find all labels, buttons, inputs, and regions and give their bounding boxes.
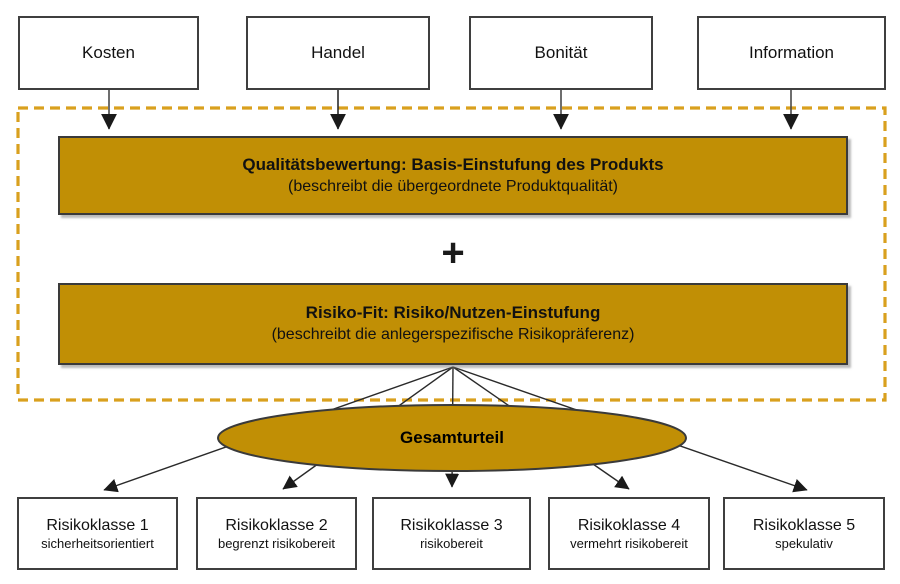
criteria-box-information: Information xyxy=(697,16,886,90)
gesamturteil-ellipse xyxy=(217,404,687,472)
risk-class-subtitle: risikobereit xyxy=(420,536,483,552)
risk-class-title: Risikoklasse 1 xyxy=(46,516,149,534)
risk-class-subtitle: begrenzt risikobereit xyxy=(217,536,336,552)
quality-assessment-title: Qualitätsbewertung: Basis-Einstufung des… xyxy=(242,154,664,174)
gesamturteil-label: Gesamturteil xyxy=(400,428,504,447)
criteria-box-kosten: Kosten xyxy=(18,16,199,90)
risk-fit-subtitle: (beschreibt die anlegerspezifische Risik… xyxy=(271,326,635,344)
criteria-label: Bonität xyxy=(534,43,588,62)
plus-sign: + xyxy=(441,230,465,275)
risk-class-title: Risikoklasse 5 xyxy=(752,516,856,534)
criteria-label: Handel xyxy=(311,43,365,62)
criteria-label: Information xyxy=(748,43,835,62)
dashed-frame xyxy=(16,106,887,402)
quality-assessment-box: Qualitätsbewertung: Basis-Einstufung des… xyxy=(58,136,848,215)
risk-class-subtitle: sicherheitsorientiert xyxy=(41,536,154,552)
quality-assessment-subtitle: (beschreibt die übergeordnete Produktqua… xyxy=(288,177,618,195)
risk-class-title: Risikoklasse 3 xyxy=(400,516,503,534)
risk-class-title: Risikoklasse 2 xyxy=(225,516,328,534)
risk-class-title: Risikoklasse 4 xyxy=(577,516,681,534)
risk-fit-title: Risiko-Fit: Risiko/Nutzen-Einstufung xyxy=(305,303,601,323)
criteria-box-bonitaet: Bonität xyxy=(469,16,653,90)
risk-class-box-1: Risikoklasse 1 sicherheitsorientiert xyxy=(17,497,178,570)
criteria-label: Kosten xyxy=(82,43,135,62)
risk-class-subtitle: spekulativ xyxy=(775,536,833,552)
criteria-box-handel: Handel xyxy=(246,16,430,90)
risk-class-subtitle: vermehrt risikobereit xyxy=(570,536,688,552)
risk-class-box-4: Risikoklasse 4 vermehrt risikobereit xyxy=(548,497,710,570)
risk-class-box-3: Risikoklasse 3 risikobereit xyxy=(372,497,531,570)
risk-class-box-2: Risikoklasse 2 begrenzt risikobereit xyxy=(196,497,357,570)
risk-fit-box: Risiko-Fit: Risiko/Nutzen-Einstufung (be… xyxy=(58,283,848,365)
risk-class-box-5: Risikoklasse 5 spekulativ xyxy=(723,497,885,570)
